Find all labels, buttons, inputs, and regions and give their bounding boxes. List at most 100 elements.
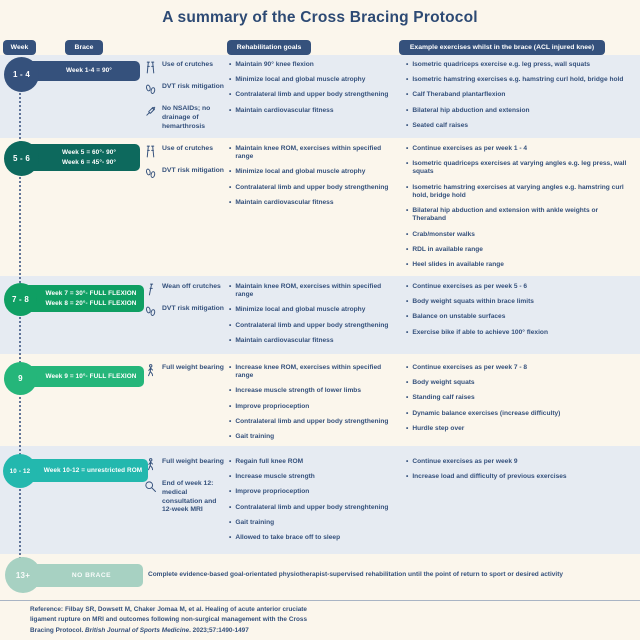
notes-week-9: Full weight bearing bbox=[144, 364, 230, 377]
brace-pill-week-9: Week 9 = 10°- FULL FLEXION bbox=[24, 366, 144, 387]
brace-pill-week-10-12: Week 10-12 = unrestricted ROM bbox=[24, 459, 148, 482]
week-circle-5-6: 5 - 6 bbox=[4, 141, 39, 176]
exercise-item-text: Body weight squats within brace limits bbox=[412, 298, 534, 306]
goal-item: •Minimize local and global muscle atroph… bbox=[229, 306, 397, 314]
bullet-marker: • bbox=[229, 336, 232, 344]
brace-pill-line: Week 9 = 10°- FULL FLEXION bbox=[45, 372, 137, 380]
reference-suffix: . 2023;57:1490-1497 bbox=[189, 626, 249, 634]
goal-item: •Contralateral limb and upper body stren… bbox=[229, 184, 397, 192]
reference-journal-name: British Journal of Sports Medicine bbox=[85, 626, 190, 634]
bullet-marker: • bbox=[406, 394, 409, 402]
exercise-item: •Crab/monster walks bbox=[406, 231, 630, 239]
timeline-dotted-line bbox=[19, 78, 21, 586]
bullet-marker: • bbox=[406, 409, 409, 417]
final-row-description: Complete evidence-based goal-orientated … bbox=[148, 571, 563, 578]
bullet-marker: • bbox=[406, 207, 409, 215]
goal-item: •Minimize local and global muscle atroph… bbox=[229, 168, 397, 176]
goal-item-text: Minimize local and global muscle atrophy bbox=[235, 306, 366, 314]
bullet-marker: • bbox=[229, 198, 232, 206]
exercise-item-text: Continue exercises as per week 5 - 6 bbox=[412, 283, 528, 290]
exercise-item-text: Crab/monster walks bbox=[412, 230, 475, 238]
goal-item: •Maintain cardiovascular fitness bbox=[229, 337, 397, 345]
bullet-marker: • bbox=[229, 183, 232, 191]
goal-item-text: Contralateral limb and upper body streng… bbox=[235, 91, 389, 99]
goal-item-text: Increase muscle strength bbox=[235, 473, 315, 481]
goal-item: •Increase muscle strength of lower limbs bbox=[229, 387, 397, 395]
brace-pill-no-brace: NO BRACE bbox=[26, 564, 143, 587]
goal-item-text: Increase muscle strength of lower limbs bbox=[235, 387, 361, 395]
goal-item-text: Maintain knee ROM, exercises within spec… bbox=[235, 145, 382, 161]
brace-pill-line: Week 8 = 20°- FULL FLEXION bbox=[45, 299, 137, 307]
exercise-item-text: Balance on unstable surfaces bbox=[412, 313, 506, 321]
note: DVT risk mitigation bbox=[144, 305, 230, 318]
goal-item: •Contralateral limb and upper body stren… bbox=[229, 322, 397, 330]
goal-item: •Increase knee ROM, exercises within spe… bbox=[229, 364, 397, 380]
note-label: No NSAIDs; no drainage of hemarthrosis bbox=[162, 105, 211, 130]
goal-item: •Maintain knee ROM, exercises within spe… bbox=[229, 145, 397, 161]
brace-pill-week-5-6: Week 5 = 60°- 90°Week 6 = 45°- 90° bbox=[24, 144, 140, 171]
exercise-item-text: Isometric quadriceps exercise e.g. leg p… bbox=[412, 61, 591, 68]
exercise-item: •Exercise bike if able to achieve 100° f… bbox=[406, 329, 630, 337]
exercise-item-text: Continue exercises as per week 7 - 8 bbox=[412, 364, 528, 371]
note: Full weight bearing bbox=[144, 458, 230, 471]
person-walking-icon bbox=[148, 458, 154, 471]
crutches-icon bbox=[146, 61, 155, 74]
goal-item: •Maintain cardiovascular fitness bbox=[229, 107, 397, 115]
exercise-item: •Continue exercises as per week 1 - 4 bbox=[406, 145, 630, 153]
exercise-item: •Seated calf raises bbox=[406, 122, 630, 130]
bullet-marker: • bbox=[406, 245, 409, 253]
exercise-item: •Dynamic balance exercises (increase dif… bbox=[406, 410, 630, 418]
bullet-marker: • bbox=[406, 473, 409, 481]
bullet-marker: • bbox=[406, 313, 409, 321]
crutch-icon bbox=[148, 283, 154, 296]
exercise-item: •Bilateral hip abduction and extension w… bbox=[406, 207, 630, 223]
goal-item: •Maintain cardiovascular fitness bbox=[229, 199, 397, 207]
exercise-item: •Calf Theraband plantarflexion bbox=[406, 91, 630, 99]
bullet-marker: • bbox=[229, 473, 232, 481]
bullet-marker: • bbox=[406, 61, 409, 68]
exercise-item-text: Seated calf raises bbox=[412, 121, 469, 129]
exercise-item-text: Bilateral hip abduction and extension wi… bbox=[412, 207, 599, 223]
goal-item: •Increase muscle strength bbox=[229, 473, 397, 481]
reference-text: Reference: Filbay SR, Dowsett M, Chaker … bbox=[30, 606, 307, 634]
note: Use of crutches bbox=[144, 61, 230, 74]
exercise-item: •RDL in available range bbox=[406, 246, 630, 254]
exercise-item: •Continue exercises as per week 5 - 6 bbox=[406, 283, 630, 291]
week-circle-9: 9 bbox=[4, 362, 37, 395]
exercise-item-text: Dynamic balance exercises (increase diff… bbox=[412, 409, 561, 417]
bullet-marker: • bbox=[229, 145, 232, 152]
goal-item-text: Allowed to take brace off to sleep bbox=[235, 534, 341, 542]
goal-item: •Contralateral limb and upper body stren… bbox=[229, 91, 397, 99]
exercise-item-text: Isometric quadriceps exercises at varyin… bbox=[412, 160, 627, 176]
goal-item-text: Maintain cardiovascular fitness bbox=[235, 106, 334, 114]
bullet-marker: • bbox=[406, 121, 409, 129]
exercise-item-text: Continue exercises as per week 9 bbox=[412, 458, 518, 465]
feet-icon bbox=[146, 306, 156, 316]
bullet-marker: • bbox=[406, 230, 409, 238]
bullet-marker: • bbox=[229, 283, 232, 290]
exercises-week-7-8: •Continue exercises as per week 5 - 6 •Bo… bbox=[406, 283, 630, 337]
goal-item: •Contralateral limb and upper body stren… bbox=[229, 418, 397, 426]
exercise-item: •Bilateral hip abduction and extension bbox=[406, 107, 630, 115]
exercise-item: •Body weight squats bbox=[406, 379, 630, 387]
exercise-item-text: Isometric hamstring exercises e.g. hamst… bbox=[412, 76, 624, 84]
bullet-marker: • bbox=[406, 76, 409, 84]
exercise-item: •Isometric quadriceps exercises at varyi… bbox=[406, 160, 630, 176]
exercise-item-text: Body weight squats bbox=[412, 379, 475, 387]
bullet-marker: • bbox=[229, 91, 232, 99]
goal-item: •Contralateral limb and upper body stren… bbox=[229, 504, 397, 512]
exercise-item: •Hurdle step over bbox=[406, 425, 630, 433]
goal-item-text: Increase knee ROM, exercises within spec… bbox=[235, 364, 382, 380]
goal-item: •Minimize local and global muscle atroph… bbox=[229, 76, 397, 84]
note: No NSAIDs; no drainage of hemarthrosis bbox=[144, 105, 230, 131]
bullet-marker: • bbox=[229, 458, 232, 465]
reference-citation: Reference: Filbay SR, Dowsett M, Chaker … bbox=[30, 605, 307, 636]
bullet-marker: • bbox=[406, 458, 409, 465]
column-header-brace: Brace bbox=[65, 40, 103, 55]
note-label: DVT risk mitigation bbox=[162, 83, 224, 90]
exercise-item-text: Increase load and difficulty of previous… bbox=[412, 473, 567, 481]
note: DVT risk mitigation bbox=[144, 83, 230, 96]
exercise-item-text: Exercise bike if able to achieve 100° fl… bbox=[412, 328, 548, 336]
